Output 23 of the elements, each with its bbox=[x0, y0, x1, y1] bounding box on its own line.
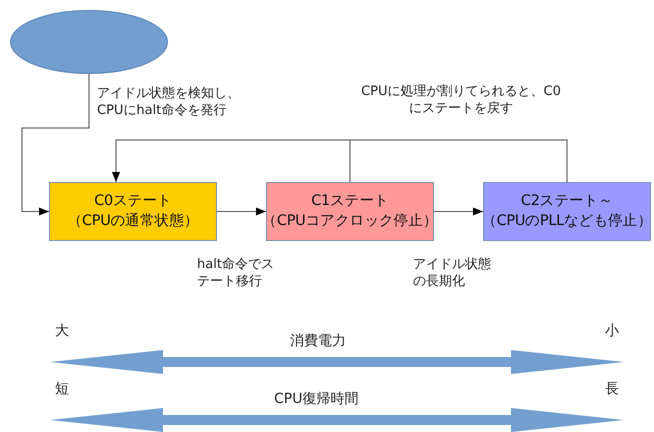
scale-label: 長 bbox=[605, 380, 619, 398]
node-text: C1ステート bbox=[311, 192, 389, 211]
state-box bbox=[49, 182, 217, 241]
node-text: （CPUコアクロック停止） bbox=[262, 212, 438, 230]
scale-label: 消費電力 bbox=[290, 332, 346, 350]
node-text: （CPUのPLLなども停止） bbox=[482, 212, 652, 230]
state-box bbox=[266, 182, 434, 241]
edge-label: アイドル状態の長期化 bbox=[413, 257, 492, 291]
connector-arrow bbox=[434, 208, 484, 216]
connector-arrow bbox=[216, 208, 266, 216]
scale-label: 大 bbox=[55, 322, 69, 340]
connector-arrow bbox=[112, 140, 568, 182]
node-text: C2ステート～ bbox=[520, 192, 614, 211]
edge-label: CPUに処理が割りてられると、C0にステートを戻す bbox=[360, 84, 562, 118]
node-text: （CPUの通常状態） bbox=[67, 212, 199, 230]
state-box bbox=[483, 182, 651, 241]
scale-label: 短 bbox=[55, 380, 69, 398]
connector-arrow bbox=[22, 74, 90, 216]
edge-label: halt命令でステート移行 bbox=[197, 257, 275, 291]
scale-label: 小 bbox=[605, 322, 619, 340]
scale-label: CPU復帰時間 bbox=[274, 390, 358, 408]
edge-label: アイドル状態を検知し、CPUにhalt命令を発行 bbox=[97, 86, 241, 120]
node-text: C0ステート bbox=[94, 192, 172, 211]
